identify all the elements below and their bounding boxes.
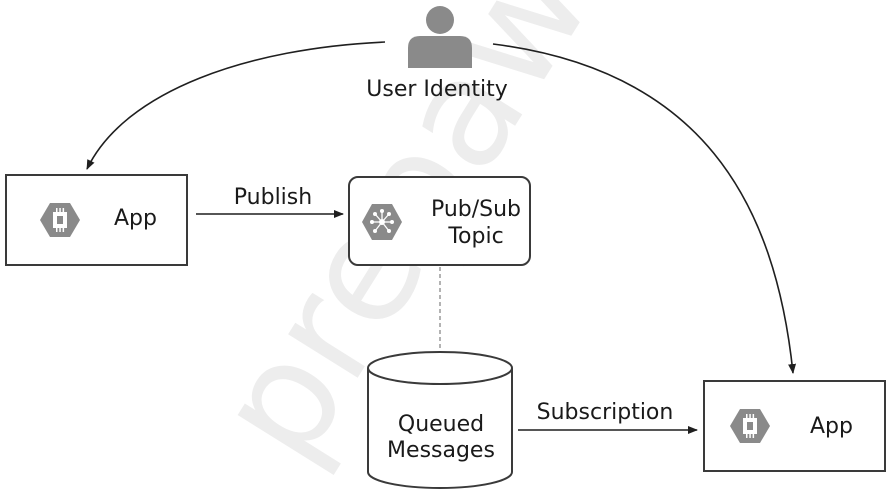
user-to-left-app-arrow — [86, 41, 386, 170]
pubsub-topic-label-line2: Topic — [447, 224, 503, 249]
publish-label: Publish — [234, 185, 312, 210]
user-to-right-app-arrow — [492, 43, 797, 374]
user-icon — [408, 6, 472, 68]
app-left-node: App — [5, 174, 188, 266]
compute-engine-icon — [40, 203, 80, 237]
pubsub-icon — [362, 204, 402, 240]
queued-messages-label-line1: Queued — [398, 412, 484, 437]
user-identity-label: User Identity — [366, 77, 507, 102]
compute-engine-icon — [730, 409, 770, 443]
pubsub-topic-label-line1: Pub/Sub — [431, 197, 521, 222]
subscription-label: Subscription — [537, 400, 674, 425]
app-left-label: App — [114, 206, 157, 231]
pubsub-topic-node: Pub/Sub Topic — [348, 176, 531, 266]
app-right-label: App — [810, 414, 853, 439]
app-right-node: App — [703, 380, 886, 472]
queued-messages-label-line2: Messages — [387, 438, 495, 463]
queued-messages-node: Queued Messages — [367, 351, 513, 489]
